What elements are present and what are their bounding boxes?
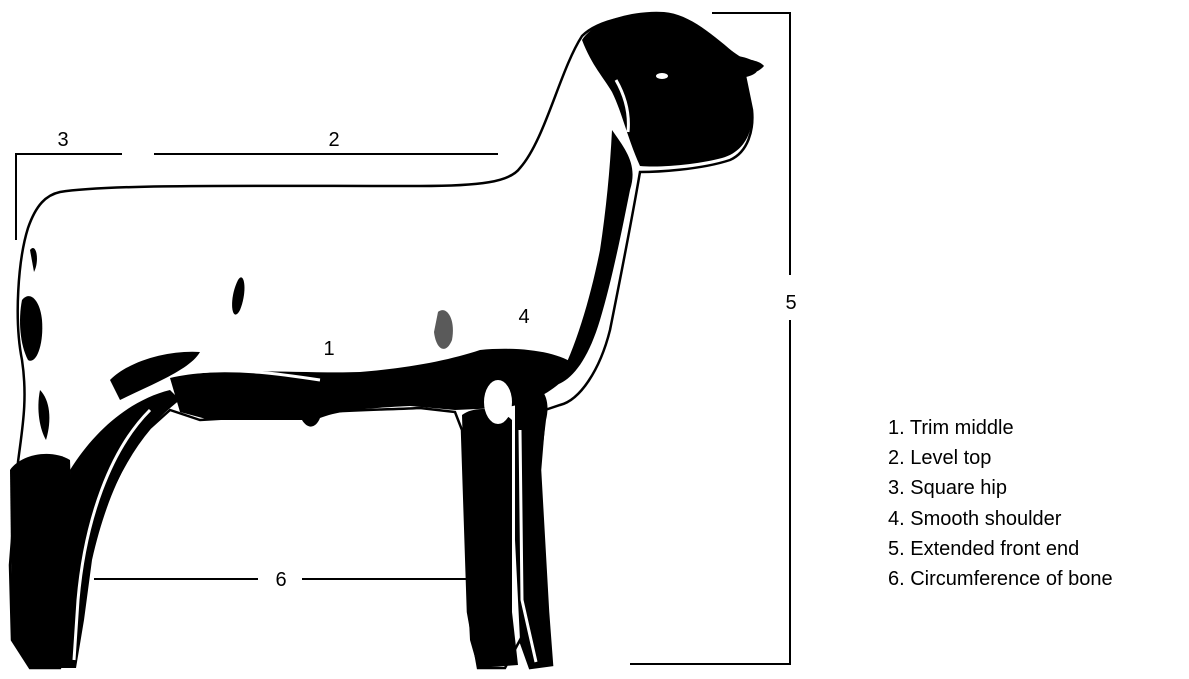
extended-front-end-line-lower [630, 320, 790, 664]
callout-3: 3 [57, 129, 68, 151]
lamb-ear [712, 58, 764, 76]
legend-item-trim-middle: 1. Trim middle [888, 413, 1113, 443]
legend-item-extended-front-end: 5. Extended front end [888, 534, 1113, 564]
lamb-illustration [10, 12, 764, 668]
front-leg-near [462, 409, 518, 668]
legend-item-circumference-of-bone: 6. Circumference of bone [888, 564, 1113, 594]
elbow-highlight [484, 380, 512, 424]
legend-item-smooth-shoulder: 4. Smooth shoulder [888, 504, 1113, 534]
rear-leg-far [10, 454, 75, 668]
callout-1: 1 [323, 338, 334, 360]
callout-5: 5 [785, 292, 796, 314]
legend-list: 1. Trim middle 2. Level top 3. Square hi… [888, 413, 1113, 594]
legend-item-square-hip: 3. Square hip [888, 473, 1113, 503]
legend-item-level-top: 2. Level top [888, 443, 1113, 473]
callout-4: 4 [518, 306, 529, 328]
callout-2: 2 [328, 129, 339, 151]
lamb-eye [656, 73, 668, 79]
callout-6: 6 [275, 569, 286, 591]
